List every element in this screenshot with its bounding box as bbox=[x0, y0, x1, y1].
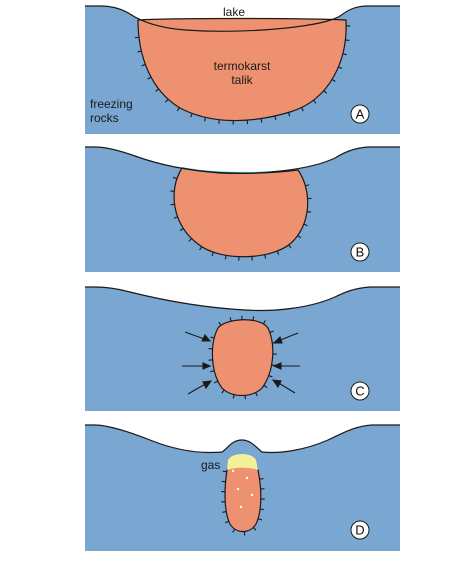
freeze-tick bbox=[271, 364, 276, 367]
compression-arrows bbox=[182, 331, 300, 395]
panel-b-letter-circle bbox=[350, 242, 370, 262]
freeze-tick bbox=[222, 470, 227, 473]
freeze-tick bbox=[276, 250, 280, 255]
gas-bubbles bbox=[231, 469, 254, 509]
freeze-tick bbox=[199, 246, 203, 251]
talik-c bbox=[211, 319, 274, 397]
freeze-tick bbox=[259, 477, 264, 480]
freeze-tick bbox=[232, 394, 235, 399]
freeze-tick bbox=[297, 235, 302, 239]
freeze-tick bbox=[306, 211, 312, 213]
talik-label-line1: termokarst bbox=[214, 59, 271, 73]
freeze-tick bbox=[312, 99, 317, 104]
freeze-tick bbox=[210, 336, 215, 339]
freeze-tick bbox=[137, 50, 142, 53]
freeze-tick bbox=[188, 238, 192, 242]
gas-pocket bbox=[227, 454, 258, 470]
surface-d bbox=[85, 424, 400, 454]
freeze-tick bbox=[232, 528, 236, 533]
freeze-tick bbox=[252, 527, 257, 531]
freeze-tick bbox=[252, 316, 255, 321]
freeze-tick bbox=[305, 184, 310, 187]
arrowhead-icon bbox=[201, 334, 212, 342]
freezing-front-ticks bbox=[134, 25, 351, 536]
surface-b bbox=[85, 146, 400, 174]
talik-label-line2: talik bbox=[231, 73, 253, 87]
panel-d-letter-circle bbox=[350, 520, 370, 540]
freeze-tick bbox=[173, 216, 178, 219]
freeze-tick bbox=[222, 511, 227, 513]
freeze-tick bbox=[190, 113, 193, 118]
freeze-tick bbox=[170, 203, 175, 206]
freeze-tick bbox=[165, 98, 169, 103]
panel-b: B bbox=[85, 146, 400, 272]
freeze-tick bbox=[229, 317, 232, 322]
freeze-tick bbox=[172, 176, 178, 180]
freeze-tick bbox=[262, 320, 266, 325]
panel-c-letter-circle bbox=[350, 381, 370, 401]
freeze-tick bbox=[221, 389, 225, 394]
freeze-tick bbox=[269, 330, 274, 333]
freeze-tick bbox=[260, 118, 263, 123]
freeze-tick bbox=[342, 53, 347, 56]
panel-a-letter-circle bbox=[350, 104, 370, 124]
panel-d-letter: D bbox=[355, 523, 364, 538]
arrowhead-icon bbox=[271, 379, 282, 389]
freeze-tick bbox=[301, 107, 304, 112]
freeze-tick bbox=[338, 66, 343, 69]
panel-c-letter: C bbox=[355, 384, 364, 399]
gas-label: gas bbox=[201, 458, 220, 472]
arrowhead-icon bbox=[202, 362, 212, 370]
freeze-tick bbox=[224, 255, 227, 260]
bubble bbox=[250, 493, 254, 497]
freeze-tick bbox=[274, 115, 277, 120]
arrowhead-icon bbox=[272, 362, 282, 370]
freeze-tick bbox=[272, 341, 277, 344]
freeze-tick bbox=[263, 384, 268, 389]
bubble bbox=[236, 487, 240, 491]
lake-label: lake bbox=[223, 5, 245, 19]
panel-a-letter: A bbox=[356, 107, 365, 122]
freeze-tick bbox=[204, 117, 207, 122]
panel-d: gas D bbox=[85, 424, 400, 551]
arrowhead-icon bbox=[202, 380, 213, 390]
freeze-tick bbox=[211, 252, 214, 257]
talik-a bbox=[137, 17, 347, 122]
panel-a: lake termokarst talik freezing rocks A bbox=[85, 5, 400, 134]
surface-c bbox=[85, 286, 400, 312]
freeze-tick bbox=[287, 112, 291, 117]
panel-b-letter: B bbox=[356, 245, 365, 260]
freeze-tick bbox=[214, 380, 219, 384]
freeze-tick bbox=[155, 88, 160, 92]
freeze-tick bbox=[179, 228, 184, 232]
panel-c: C bbox=[85, 286, 400, 411]
freeze-tick bbox=[268, 375, 273, 378]
freeze-tick bbox=[141, 63, 146, 67]
freeze-tick bbox=[323, 90, 328, 94]
freeze-tick bbox=[264, 254, 267, 259]
freeze-tick bbox=[210, 370, 215, 373]
freeze-tick bbox=[331, 78, 336, 82]
rocks-label-line2: rocks bbox=[90, 111, 119, 125]
freeze-tick bbox=[255, 392, 258, 397]
freeze-tick bbox=[257, 518, 263, 521]
freeze-tick bbox=[224, 520, 230, 524]
bubble bbox=[231, 469, 235, 473]
bubble bbox=[239, 505, 243, 509]
freeze-tick bbox=[303, 223, 308, 227]
freeze-tick bbox=[176, 107, 180, 112]
freeze-tick bbox=[260, 508, 265, 511]
arrowhead-icon bbox=[272, 335, 283, 344]
freeze-tick bbox=[218, 321, 222, 326]
freeze-tick bbox=[288, 244, 292, 249]
talik-d bbox=[224, 463, 262, 533]
rocks-label-line1: freezing bbox=[90, 97, 133, 111]
bubble bbox=[245, 476, 249, 480]
freeze-tick bbox=[147, 76, 152, 80]
surface-a bbox=[85, 5, 400, 32]
